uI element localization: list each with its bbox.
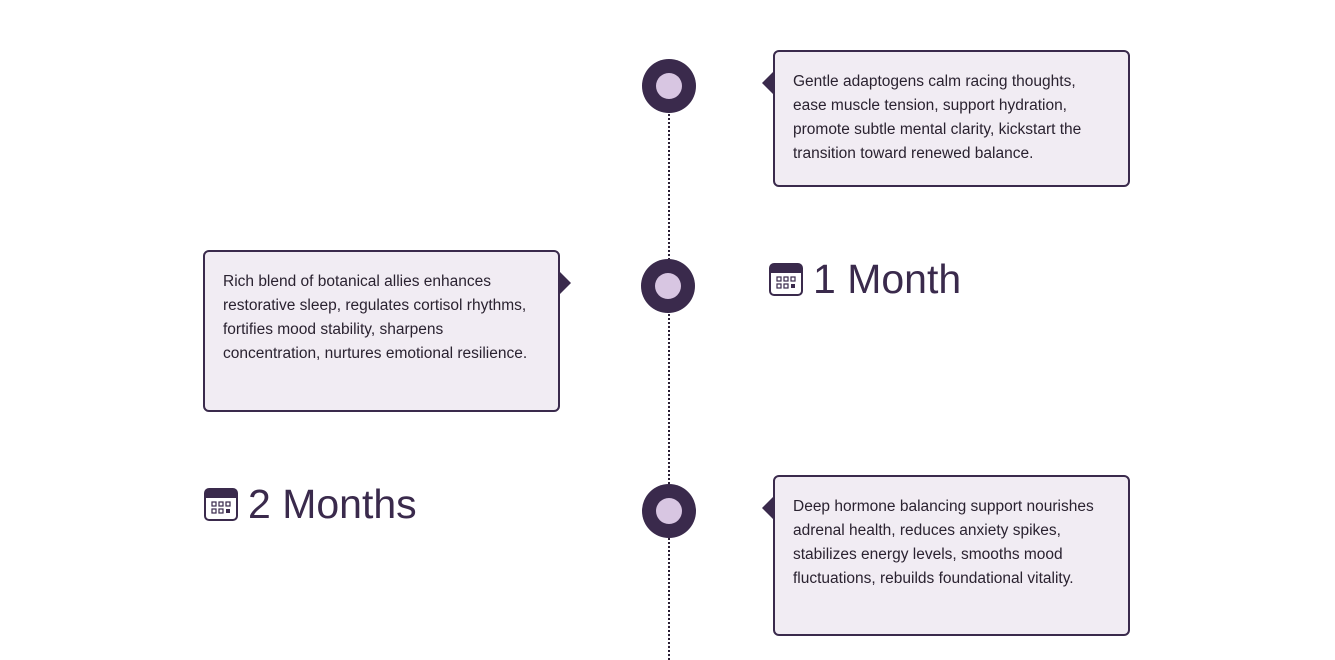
timeline-date-text: 2 Months	[248, 481, 417, 527]
timeline-node	[642, 484, 696, 538]
calendar-icon	[769, 263, 803, 296]
timeline-node	[642, 59, 696, 113]
card-pointer	[560, 272, 571, 294]
card-pointer	[762, 497, 773, 519]
timeline-card-text: Gentle adaptogens calm racing thoughts, …	[793, 73, 1082, 162]
timeline-card-text: Rich blend of botanical allies enhances …	[223, 273, 528, 362]
timeline-node-dot	[656, 73, 682, 99]
timeline-card-text: Deep hormone balancing support nourishes…	[793, 498, 1094, 587]
calendar-icon	[204, 488, 238, 521]
timeline-card: Gentle adaptogens calm racing thoughts, …	[762, 50, 1130, 187]
timeline-card: Deep hormone balancing support nourishes…	[762, 475, 1130, 636]
timeline-node-dot	[655, 273, 681, 299]
timeline-node-dot	[656, 498, 682, 524]
card-pointer	[762, 72, 773, 94]
timeline-node	[641, 259, 695, 313]
timeline-date-label: 2 Months	[204, 481, 417, 527]
timeline-connector-line	[668, 86, 670, 660]
timeline-card: Rich blend of botanical allies enhances …	[203, 250, 571, 412]
timeline-date-label: 1 Month	[769, 256, 961, 302]
timeline-date-text: 1 Month	[813, 256, 962, 302]
